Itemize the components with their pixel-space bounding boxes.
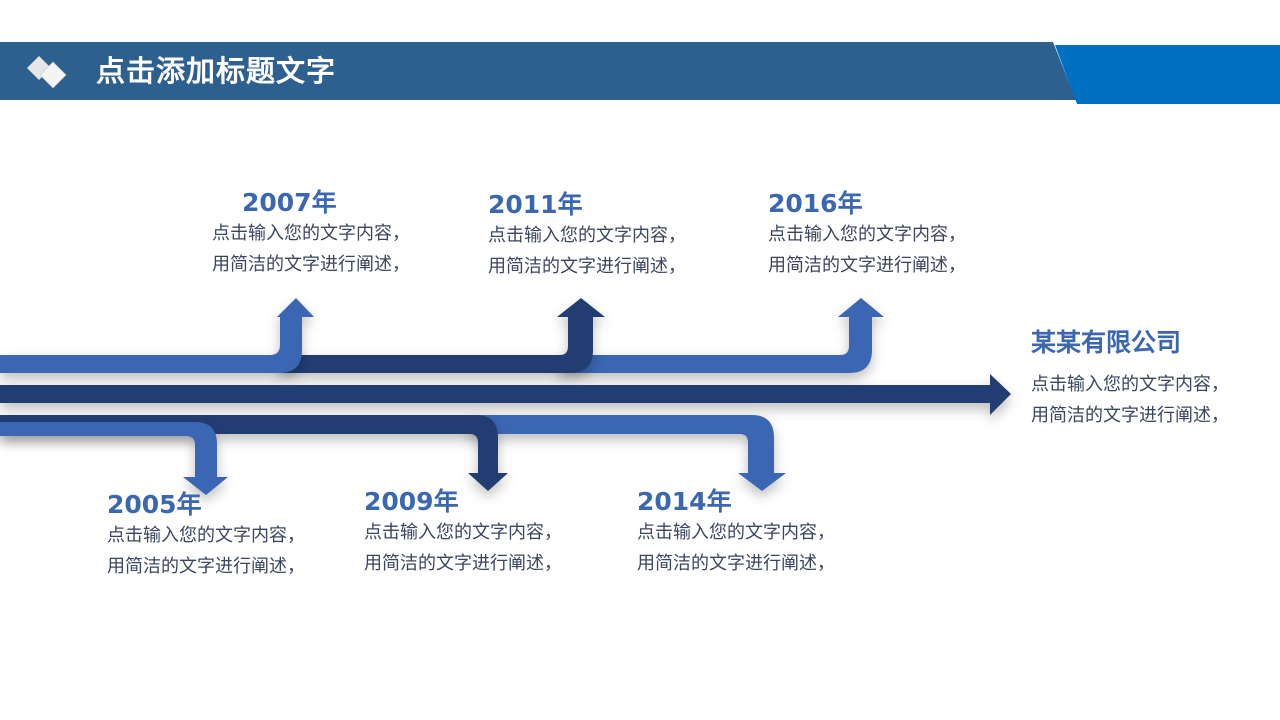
milestone-desc-line2: 用简洁的文字进行阐述， [107, 556, 305, 577]
header-accent-block [1055, 45, 1280, 104]
milestone-desc-line2: 用简洁的文字进行阐述， [768, 255, 966, 276]
milestone-2005: 2005年 点击输入您的文字内容， 用简洁的文字进行阐述， [107, 490, 305, 582]
milestone-desc-line2: 用简洁的文字进行阐述， [1031, 405, 1229, 426]
milestone-desc-line1: 点击输入您的文字内容， [637, 522, 835, 543]
milestone-desc-line1: 点击输入您的文字内容， [212, 223, 410, 244]
arrow-down-2005 [0, 422, 228, 495]
milestone-year: 2011年 [488, 190, 583, 219]
page-title: 点击添加标题文字 [96, 54, 337, 88]
arrow-down-2014 [470, 415, 786, 491]
milestone-desc-line2: 用简洁的文字进行阐述， [212, 254, 410, 275]
milestone-year: 2005年 [107, 490, 202, 519]
milestone-2014: 2014年 点击输入您的文字内容， 用简洁的文字进行阐述， [637, 487, 835, 579]
milestone-2016: 2016年 点击输入您的文字内容， 用简洁的文字进行阐述， [768, 189, 966, 281]
milestone-desc-line1: 点击输入您的文字内容， [364, 522, 562, 543]
milestone-desc-line1: 点击输入您的文字内容， [488, 225, 686, 246]
main-timeline-arrow [0, 374, 1011, 415]
header-bar [0, 42, 1076, 100]
milestone-desc-line2: 用简洁的文字进行阐述， [364, 553, 562, 574]
arrow-up-2007 [0, 298, 314, 373]
milestone-year: 2007年 [242, 188, 337, 217]
milestone-2007: 2007年 点击输入您的文字内容， 用简洁的文字进行阐述， [212, 188, 410, 280]
milestone-year: 2009年 [364, 487, 459, 516]
arrow-up-2011 [280, 298, 605, 373]
milestone-desc-line1: 点击输入您的文字内容， [1031, 374, 1229, 395]
milestone-2011: 2011年 点击输入您的文字内容， 用简洁的文字进行阐述， [488, 190, 686, 282]
milestone-year: 2016年 [768, 189, 863, 218]
milestone-desc-line2: 用简洁的文字进行阐述， [488, 256, 686, 277]
milestone-desc-line1: 点击输入您的文字内容， [107, 525, 305, 546]
diamond-logo-icon [27, 56, 67, 89]
arrow-up-2016 [560, 298, 884, 373]
milestone-2009: 2009年 点击输入您的文字内容， 用简洁的文字进行阐述， [364, 487, 562, 579]
milestone-desc-line1: 点击输入您的文字内容， [768, 224, 966, 245]
milestone-end: 某某有限公司 点击输入您的文字内容， 用简洁的文字进行阐述， [1031, 328, 1229, 431]
milestone-year: 2014年 [637, 487, 732, 516]
company-name: 某某有限公司 [1031, 328, 1182, 357]
milestone-desc-line2: 用简洁的文字进行阐述， [637, 553, 835, 574]
